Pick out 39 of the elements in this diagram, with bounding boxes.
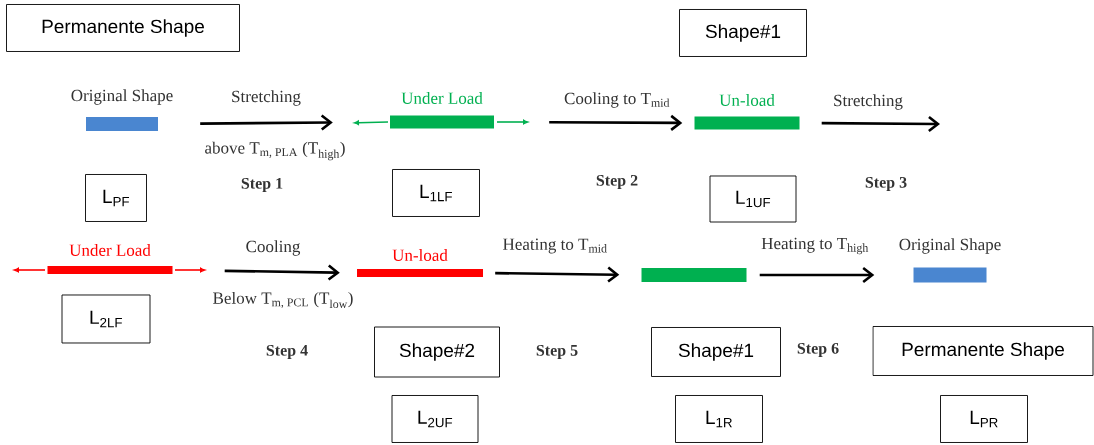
arrow bbox=[200, 114, 333, 131]
label-box: L$_{1UF}$ bbox=[709, 175, 797, 223]
edge-label: Stretching bbox=[832, 93, 904, 111]
bar-heading: Original Shape bbox=[71, 89, 173, 105]
step-label: Step 2 bbox=[596, 175, 638, 189]
label-box: L$_{1R}$ bbox=[675, 395, 763, 443]
label-box: L$_{PF}$ bbox=[85, 174, 147, 222]
bar-heading: Un-load bbox=[719, 94, 775, 106]
edge-label: Heating to T$_{high}$ bbox=[760, 236, 870, 256]
step-label: Step 4 bbox=[266, 345, 308, 359]
arrow bbox=[821, 115, 940, 132]
bar-heading: Un-load bbox=[392, 249, 448, 261]
label-box: Shape#1 bbox=[651, 327, 781, 377]
arrow bbox=[549, 114, 683, 131]
condition-label: $\text{above T}_{\text{m, PLA}}\text{ (T}_{\text{high}}\text{)}$ bbox=[205, 141, 345, 161]
step-label: Step 5 bbox=[536, 345, 578, 359]
label-box: Shape#1 bbox=[679, 9, 807, 57]
label-box: L$_{2UF}$ bbox=[391, 395, 479, 443]
edge-label: Stretching bbox=[230, 89, 302, 107]
label-box: L$_{2LF}$ bbox=[61, 294, 151, 344]
condition-label: $\text{Below T}_{\text{m, PCL}}\text{ (T}_{\text{low}}\text{)}$ bbox=[213, 291, 353, 309]
label-box: Shape#2 bbox=[374, 326, 500, 378]
bar-heading: Original Shape bbox=[899, 238, 1001, 254]
step-label: Step 3 bbox=[865, 177, 907, 191]
label-box: L$_{1LF}$ bbox=[392, 169, 480, 217]
edge-label: Cooling bbox=[244, 239, 302, 257]
arrow bbox=[495, 266, 620, 283]
step-label: Step 1 bbox=[241, 178, 283, 192]
label-box: L$_{PR}$ bbox=[940, 395, 1028, 443]
bar-heading: Under Load bbox=[401, 92, 483, 104]
bar bbox=[641, 268, 747, 282]
step-label: Step 6 bbox=[797, 343, 839, 357]
label-box: Permanente Shape bbox=[872, 326, 1094, 376]
label-box: Permanente Shape bbox=[6, 4, 240, 52]
arrow bbox=[224, 264, 340, 281]
edge-label: Heating to T$_{mid}$ bbox=[501, 237, 609, 255]
bar-heading: Under Load bbox=[69, 244, 151, 256]
arrow bbox=[759, 266, 875, 284]
edge-label: Cooling to T$_{mid}$ bbox=[563, 91, 671, 109]
